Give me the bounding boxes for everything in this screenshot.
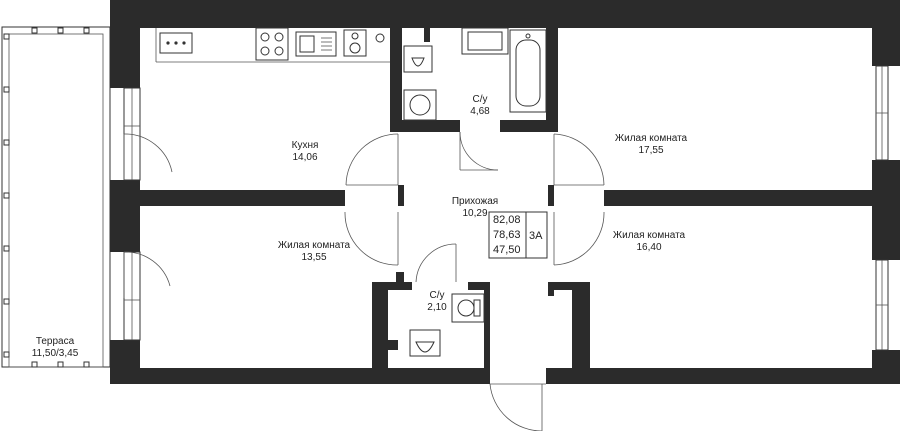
bathroom-fixtures [403, 27, 547, 121]
room-area: 10,29 [462, 208, 488, 219]
apartment-type-label: 3А [529, 230, 543, 242]
doors [123, 131, 605, 431]
room-name: Терраса [35, 336, 75, 347]
room-area: 14,06 [292, 152, 318, 163]
room-name: Кухня [291, 140, 319, 151]
room-label-bathroom-1: С/у 4,68 [470, 94, 489, 118]
room-area: 2,10 [427, 302, 447, 313]
total-area-value: 82,08 [493, 214, 521, 226]
area-summary-table [488, 211, 548, 259]
room-name: Жилая комната [614, 133, 688, 144]
living-area-value: 47,50 [493, 244, 521, 256]
room-area: 13,55 [301, 252, 327, 263]
room-name: С/у [429, 290, 445, 301]
room-name: С/у [472, 94, 488, 105]
room-area: 17,55 [638, 145, 664, 156]
room-area: 4,68 [470, 106, 490, 117]
windows [123, 65, 889, 351]
room-label-terrace: Терраса 11,50/3,45 [32, 336, 79, 360]
room-area: 16,40 [636, 242, 662, 253]
room-name: Прихожая [451, 196, 499, 207]
walls [110, 0, 900, 384]
room-label-living-3: Жилая комната 16,40 [613, 230, 685, 254]
room-label-bathroom-2: С/у 2,10 [427, 290, 446, 314]
room-area: 11,50/3,45 [31, 348, 79, 359]
room-label-hallway: Прихожая 10,29 [452, 196, 498, 220]
room-name: Жилая комната [612, 230, 686, 241]
bathroom2-fixtures [409, 293, 485, 357]
room-label-living-1: Жилая комната 17,55 [615, 133, 687, 157]
room-label-living-2: Жилая комната 13,55 [278, 240, 350, 264]
living-area-total-value: 78,63 [493, 229, 521, 241]
terrace [1, 26, 111, 368]
room-name: Жилая комната [277, 240, 351, 251]
room-label-kitchen: Кухня 14,06 [292, 140, 319, 164]
kitchen-furniture [155, 27, 390, 63]
